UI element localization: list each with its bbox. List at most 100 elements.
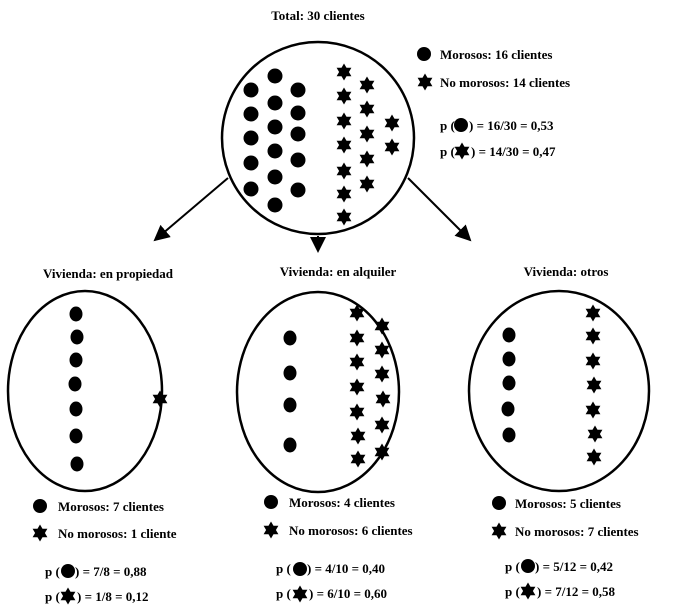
star-icon — [336, 162, 352, 180]
star-icon — [349, 353, 365, 371]
p-no-morosos-prefix: p ( — [505, 584, 520, 599]
legend-morosos: Morosos: 16 clientes — [440, 47, 552, 62]
star-icon — [350, 450, 366, 468]
star-icon — [336, 185, 352, 203]
star-icon — [585, 401, 601, 419]
star-icon — [587, 425, 603, 443]
dot-icon — [283, 365, 297, 381]
p-no-morosos: ) = 1/8 = 0,12 — [77, 589, 149, 604]
dot-icon — [290, 152, 306, 168]
star-icon — [520, 582, 536, 600]
star-icon — [336, 112, 352, 130]
legend-morosos: Morosos: 5 clientes — [515, 496, 621, 511]
dot-icon — [267, 95, 283, 111]
total-legend: Morosos: 16 clientes No morosos: 14 clie… — [417, 47, 570, 160]
p-morosos: ) = 5/12 = 0,42 — [535, 559, 613, 574]
dot-icon — [69, 428, 83, 444]
dot-icon — [243, 130, 259, 146]
star-icon — [359, 175, 375, 193]
star-icon — [349, 403, 365, 421]
dot-icon — [69, 352, 83, 368]
star-icon — [491, 522, 507, 540]
arrow-to-otros — [407, 177, 472, 242]
star-icon — [336, 136, 352, 154]
star-icon — [417, 73, 433, 91]
legend-morosos: Morosos: 4 clientes — [289, 495, 395, 510]
p-no-morosos: ) = 6/10 = 0,60 — [309, 586, 387, 601]
legend-otros: Morosos: 5 clientes No morosos: 7 client… — [491, 496, 639, 600]
star-icon — [586, 376, 602, 394]
star-icon — [374, 341, 390, 359]
dot-icon — [69, 401, 83, 417]
dot-icon — [502, 327, 516, 343]
group-ellipse-alquiler — [235, 290, 401, 494]
dot-icon — [502, 351, 516, 367]
legend-propiedad: Morosos: 7 clientes No morosos: 1 client… — [32, 499, 177, 605]
star-icon — [359, 125, 375, 143]
group-title-otros: Vivienda: otros — [524, 264, 609, 279]
star-icon — [349, 304, 365, 322]
star-icon — [152, 390, 168, 408]
star-icon — [263, 521, 279, 539]
star-icon — [585, 352, 601, 370]
dot-icon — [290, 126, 306, 142]
dot-icon — [502, 375, 516, 391]
star-icon — [336, 87, 352, 105]
group-ellipse-propiedad — [6, 289, 164, 493]
total-title: Total: 30 clientes — [271, 8, 364, 23]
star-icon — [384, 138, 400, 156]
group-title-propiedad: Vivienda: en propiedad — [43, 266, 174, 281]
total-population-circle — [220, 40, 416, 236]
dot-icon — [243, 82, 259, 98]
star-icon — [586, 448, 602, 466]
star-icon — [349, 329, 365, 347]
dot-icon — [68, 376, 82, 392]
legend-alquiler: Morosos: 4 clientes No morosos: 6 client… — [263, 495, 413, 603]
arrow-to-propiedad — [153, 177, 229, 242]
alquiler-marks — [283, 304, 391, 468]
star-icon — [585, 327, 601, 345]
star-icon — [60, 587, 76, 605]
star-icon — [292, 585, 308, 603]
dot-icon — [267, 169, 283, 185]
dot-icon — [417, 47, 431, 61]
dot-icon — [283, 437, 297, 453]
star-icon — [375, 390, 391, 408]
star-icon — [454, 142, 470, 160]
dot-icon — [267, 197, 283, 213]
dot-icon — [502, 427, 516, 443]
dot-icon — [69, 306, 83, 322]
p-morosos-prefix: p ( — [276, 561, 291, 576]
dot-icon — [264, 495, 278, 509]
legend-no-morosos: No morosos: 1 cliente — [58, 526, 177, 541]
star-icon — [585, 304, 601, 322]
star-icon — [359, 76, 375, 94]
p-no-morosos: ) = 14/30 = 0,47 — [471, 144, 556, 159]
star-icon — [349, 378, 365, 396]
p-morosos-prefix: p ( — [440, 118, 455, 133]
star-icon — [60, 587, 76, 605]
dot-icon — [290, 82, 306, 98]
star-icon — [374, 443, 390, 461]
dot-icon — [283, 330, 297, 346]
dot-icon — [501, 401, 515, 417]
star-icon — [292, 585, 308, 603]
star-icon — [520, 582, 536, 600]
star-icon — [350, 427, 366, 445]
star-icon — [417, 73, 433, 91]
dot-icon — [33, 499, 47, 513]
star-icon — [336, 63, 352, 81]
dot-icon — [290, 182, 306, 198]
star-icon — [263, 521, 279, 539]
p-no-morosos-prefix: p ( — [45, 589, 60, 604]
dot-icon — [243, 181, 259, 197]
legend-no-morosos: No morosos: 6 clientes — [289, 523, 413, 538]
dot-icon — [267, 119, 283, 135]
total-marks — [243, 63, 400, 226]
dot-icon — [61, 564, 75, 578]
legend-no-morosos: No morosos: 7 clientes — [515, 524, 639, 539]
propiedad-marks — [68, 306, 168, 472]
star-icon — [32, 524, 48, 542]
star-icon — [336, 208, 352, 226]
